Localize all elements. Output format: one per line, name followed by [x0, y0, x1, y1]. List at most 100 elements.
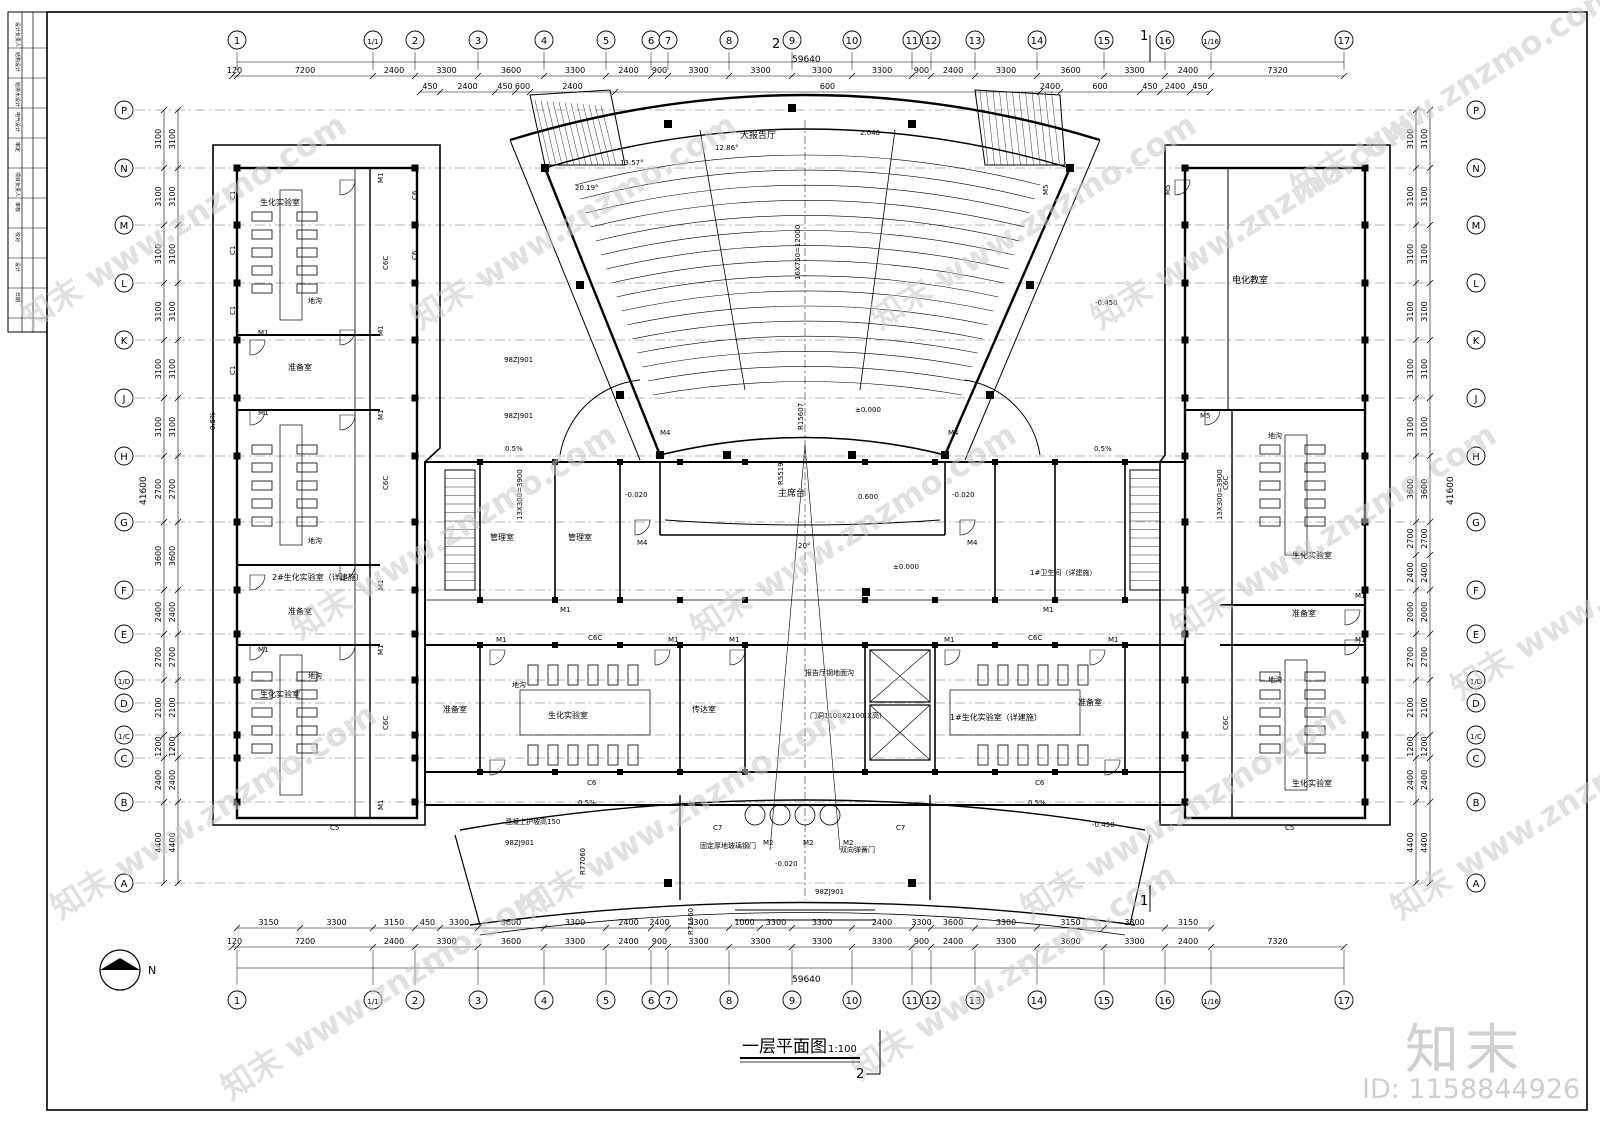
door-swing [339, 179, 356, 196]
drawing-scale: 1:100 [828, 1044, 857, 1055]
column [862, 642, 868, 648]
column [616, 391, 624, 399]
column [411, 586, 419, 594]
lab-desk [296, 671, 318, 682]
sheet-border [46, 11, 1588, 1111]
dim-bottom: 3150 [258, 918, 278, 927]
door-swing [489, 649, 506, 666]
grid-label-x: 1/1 [367, 38, 378, 46]
grid-label-x: 12 [925, 36, 938, 47]
dim-top-2: 450 [422, 82, 437, 91]
annotation-level-000: ±0.000 [893, 563, 919, 571]
dim-bottom: 3300 [449, 918, 469, 927]
grid-bubble-x [965, 990, 985, 1010]
door-swing [634, 519, 651, 536]
dim-left: 3100 [154, 129, 163, 149]
grid-label-y: 1/D [118, 678, 130, 686]
section-mark-top: 2 [772, 37, 780, 52]
dim-top: 2400 [1178, 66, 1198, 75]
dim-left: 3100 [154, 359, 163, 379]
column [233, 164, 241, 172]
annotation-door-m1: M1 [377, 326, 385, 337]
dim-bottom: 3300 [812, 918, 832, 927]
annotation-win-c6c: C6C [382, 476, 390, 490]
lab-desk [977, 744, 989, 766]
dim-right: 2400 [1420, 770, 1429, 790]
annotation-door-m1: M1 [1355, 636, 1366, 644]
column [233, 279, 241, 287]
column [411, 279, 419, 287]
column [908, 879, 916, 887]
dim-right-2: 4400 [1406, 832, 1415, 852]
lab-desk [296, 265, 318, 276]
grid-bubble-x [1334, 30, 1354, 50]
dim-left-2: 3100 [168, 186, 177, 206]
annotation-win-c6c: C6C [588, 634, 602, 642]
grid-label-x: 8 [726, 996, 732, 1007]
lab-desk [587, 664, 599, 686]
grid-label-x: 5 [603, 996, 609, 1007]
lab-desk [1259, 671, 1281, 682]
north-label: N [148, 964, 156, 977]
grid-label-x: 14 [1031, 996, 1044, 1007]
door-swing [959, 519, 976, 536]
column [677, 642, 683, 648]
door-swing [944, 649, 961, 666]
column [552, 769, 558, 775]
seat-row [621, 290, 994, 312]
room-label-lab-left-2: 2#生化实验室（详建施） [272, 572, 364, 582]
auditorium-stair-left [529, 89, 626, 166]
dim-top-2: 600 [1092, 82, 1107, 91]
column [1361, 798, 1369, 806]
annotation-level-0450: -0.450 [1092, 821, 1115, 829]
lab-desk [1259, 689, 1281, 700]
column [1361, 452, 1369, 460]
annotation-radius-3: R77060 [579, 848, 587, 875]
column [233, 754, 241, 762]
column [1361, 279, 1369, 287]
lab-desk [1037, 664, 1049, 686]
dim-bottom-2: 3300 [872, 937, 892, 946]
lab-desk [251, 444, 273, 455]
watermark-id: ID: 1158844926 [1362, 1074, 1581, 1105]
dim-bottom-2: 3600 [501, 937, 521, 946]
column [411, 798, 419, 806]
annotation-ditch: 地沟 [1268, 675, 1282, 684]
column [992, 769, 998, 775]
grid-bubble-y [114, 792, 134, 812]
column [941, 451, 949, 459]
annotation-door-m1: M1 [377, 410, 385, 421]
grid-label-x: 1/1 [367, 998, 378, 1006]
column [552, 642, 558, 648]
lab-desk [1057, 744, 1069, 766]
annotation-level-0600: 0.600 [858, 493, 878, 501]
grid-label-x: 4 [541, 36, 547, 47]
column [1122, 769, 1128, 775]
stairwell-left [444, 469, 476, 591]
stage-front-arc [664, 519, 941, 526]
lab-desk [251, 480, 273, 491]
grid-label-y: E [1473, 630, 1479, 641]
grid-label-x: 14 [1031, 36, 1044, 47]
lab-desk [1304, 444, 1326, 455]
annotation-door-m1: M1 [258, 646, 269, 654]
grid-label-x: 7 [665, 996, 671, 1007]
room-label-stage: 主席台 [778, 487, 805, 499]
dim-bottom: 450 [420, 918, 435, 927]
grid-label-x: 6 [648, 996, 654, 1007]
lab-desk [607, 744, 619, 766]
grid-label-x: 3 [475, 36, 481, 47]
lab-desk [251, 743, 273, 754]
lab-desk [296, 462, 318, 473]
grid-label-x: 5 [603, 36, 609, 47]
title-block-cell: 电气设计 [14, 112, 21, 132]
annotation-ditch: 地沟 [512, 680, 526, 689]
dim-top: 3300 [750, 66, 770, 75]
grid-label-x: 11 [906, 36, 919, 47]
watermark-text: 知末 www.znzmo.com [214, 875, 553, 1106]
dim-bottom-2: 2400 [618, 937, 638, 946]
title-block-cell: 设计负责人 [14, 22, 21, 47]
grid-bubble-x [921, 30, 941, 50]
